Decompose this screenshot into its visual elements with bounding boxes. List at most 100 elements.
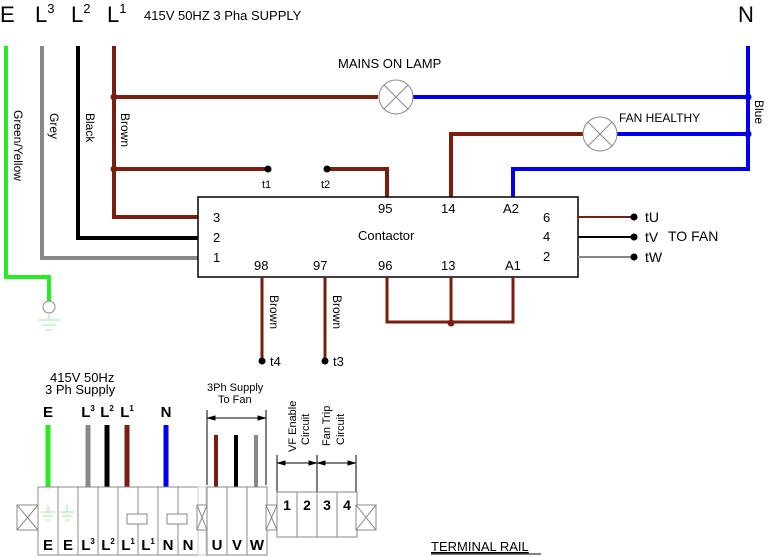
contactor-terminal-4: 4 bbox=[543, 229, 550, 244]
vf-enable-label-2: Circuit bbox=[300, 414, 312, 445]
earth-ground-icon bbox=[38, 313, 60, 331]
rail-supply-title-1: 415V 50Hz bbox=[50, 370, 114, 385]
terminal-tU-label: tU bbox=[645, 209, 659, 225]
label-black: Black bbox=[83, 113, 97, 143]
terminal-t1-label: t1 bbox=[262, 179, 271, 191]
fan-dimension-arrow bbox=[206, 410, 267, 485]
rail-control-block-label: 3 bbox=[323, 497, 331, 513]
wire-neutral-blue bbox=[511, 46, 750, 197]
rail-supply-block-label: L3 bbox=[81, 537, 95, 554]
earth-terminal-icon bbox=[42, 300, 56, 314]
wire-l3-grey bbox=[40, 46, 198, 260]
mains-on-lamp-label: MAINS ON LAMP bbox=[338, 56, 441, 71]
terminal-t4-label: t4 bbox=[270, 354, 281, 369]
control-dimension-arrows bbox=[276, 455, 357, 492]
rail-end-stop-right bbox=[355, 504, 377, 531]
rail-supply-wire-label: L2 bbox=[100, 404, 114, 421]
rail-supply-block-label: N bbox=[163, 537, 174, 554]
wire-l2-black bbox=[76, 46, 198, 240]
rail-supply-wire-label: N bbox=[161, 404, 172, 421]
contactor-terminal-2: 2 bbox=[213, 230, 220, 245]
terminal-t3-dot bbox=[321, 357, 329, 365]
rail-supply-wire-label: L1 bbox=[120, 404, 134, 421]
rail-fan-title-2: To Fan bbox=[218, 394, 252, 406]
junction-dot bbox=[110, 93, 118, 101]
rail-fan-block-label: V bbox=[232, 537, 242, 554]
contactor-terminal-2-out: 2 bbox=[543, 249, 550, 264]
label-brown: Brown bbox=[118, 113, 132, 147]
wire-t2-to-95 bbox=[327, 167, 389, 197]
contactor-title: Contactor bbox=[358, 228, 415, 243]
header-l3-label: L3 bbox=[35, 1, 54, 27]
contactor-terminal-1: 1 bbox=[213, 250, 220, 265]
header-neutral-label: N bbox=[738, 2, 754, 27]
contactor-terminal-96: 96 bbox=[378, 258, 392, 273]
terminal-t2-label: t2 bbox=[321, 179, 330, 191]
terminal-tV-label: tV bbox=[645, 229, 659, 245]
label-blue: Blue bbox=[752, 100, 766, 124]
rail-fan-block-label: W bbox=[250, 537, 265, 554]
earth-block-icon bbox=[41, 505, 74, 521]
terminal-rail-caption: TERMINAL RAIL bbox=[431, 539, 529, 554]
header-l2-label: L2 bbox=[71, 1, 90, 27]
to-fan-label: TO FAN bbox=[668, 228, 718, 244]
terminal-t2-dot bbox=[323, 165, 331, 173]
junction-dot bbox=[744, 93, 752, 101]
contactor-terminal-a1: A1 bbox=[505, 258, 521, 273]
junction-dot bbox=[110, 165, 118, 173]
contactor-terminal-14: 14 bbox=[441, 201, 455, 216]
junction-dot bbox=[447, 319, 455, 327]
terminal-tU-dot bbox=[630, 213, 638, 221]
wire-earth-green bbox=[4, 46, 51, 301]
contactor-terminal-13: 13 bbox=[441, 258, 455, 273]
terminal-t4-dot bbox=[258, 357, 266, 365]
contactor-terminal-97: 97 bbox=[313, 258, 327, 273]
contactor-terminal-a2: A2 bbox=[503, 201, 519, 216]
rail-end-stop-left bbox=[16, 504, 39, 531]
rail-fan-title-1: 3Ph Supply bbox=[207, 382, 264, 394]
rail-supply-block-label: E bbox=[63, 537, 73, 554]
fan-trip-label-2: Circuit bbox=[335, 414, 347, 445]
terminal-tW-label: tW bbox=[645, 249, 663, 265]
terminal-t1-dot bbox=[264, 165, 272, 173]
rail-supply-wire-label: L3 bbox=[81, 404, 95, 421]
fan-healthy-lamp-icon bbox=[582, 116, 618, 152]
rail-supply-block-label: L1 bbox=[121, 537, 135, 554]
terminal-tV-dot bbox=[630, 233, 638, 241]
rail-supply-wire-label: E bbox=[43, 404, 53, 421]
rail-supply-block-label: E bbox=[43, 537, 53, 554]
label-brown-t3: Brown bbox=[330, 295, 344, 329]
rail-end-stop-mid2 bbox=[265, 504, 278, 531]
label-grey: Grey bbox=[47, 113, 61, 139]
wire-14-to-fan-lamp bbox=[449, 132, 583, 197]
rail-supply-block-label: L2 bbox=[101, 537, 115, 554]
rail-supply-title-2: 3 Ph Supply bbox=[45, 382, 116, 397]
junction-dot bbox=[744, 130, 752, 138]
terminal-tW-dot bbox=[630, 253, 638, 261]
fan-healthy-lamp-label: FAN HEALTHY bbox=[619, 111, 700, 125]
l1-link-bridge bbox=[126, 513, 148, 525]
n-link-bridge bbox=[166, 513, 188, 525]
header-l1-label: L1 bbox=[107, 1, 126, 27]
fan-trip-label-1: Fan Trip bbox=[321, 406, 333, 446]
rail-control-block-label: 2 bbox=[303, 497, 311, 513]
mains-on-lamp-icon bbox=[378, 79, 414, 115]
contactor-terminal-6: 6 bbox=[543, 210, 550, 225]
header-earth-label: E bbox=[0, 2, 15, 27]
rail-supply-block-label: L1 bbox=[141, 537, 155, 554]
contactor-terminal-3: 3 bbox=[213, 210, 220, 225]
vf-enable-label-1: VF Enable bbox=[287, 401, 299, 452]
rail-control-block-label: 1 bbox=[283, 497, 291, 513]
rail-fan-block-label: U bbox=[212, 537, 223, 554]
rail-end-stop-mid1 bbox=[196, 504, 208, 531]
contactor-terminal-95: 95 bbox=[378, 201, 392, 216]
rail-supply-wire-labels: E L3 L2 L1 N bbox=[43, 404, 171, 421]
rail-supply-block-label: N bbox=[183, 537, 194, 554]
contactor-terminal-98: 98 bbox=[254, 258, 268, 273]
rail-supply-wires bbox=[45, 425, 169, 487]
rail-control-block-label: 4 bbox=[343, 497, 351, 513]
terminal-t3-label: t3 bbox=[333, 354, 344, 369]
